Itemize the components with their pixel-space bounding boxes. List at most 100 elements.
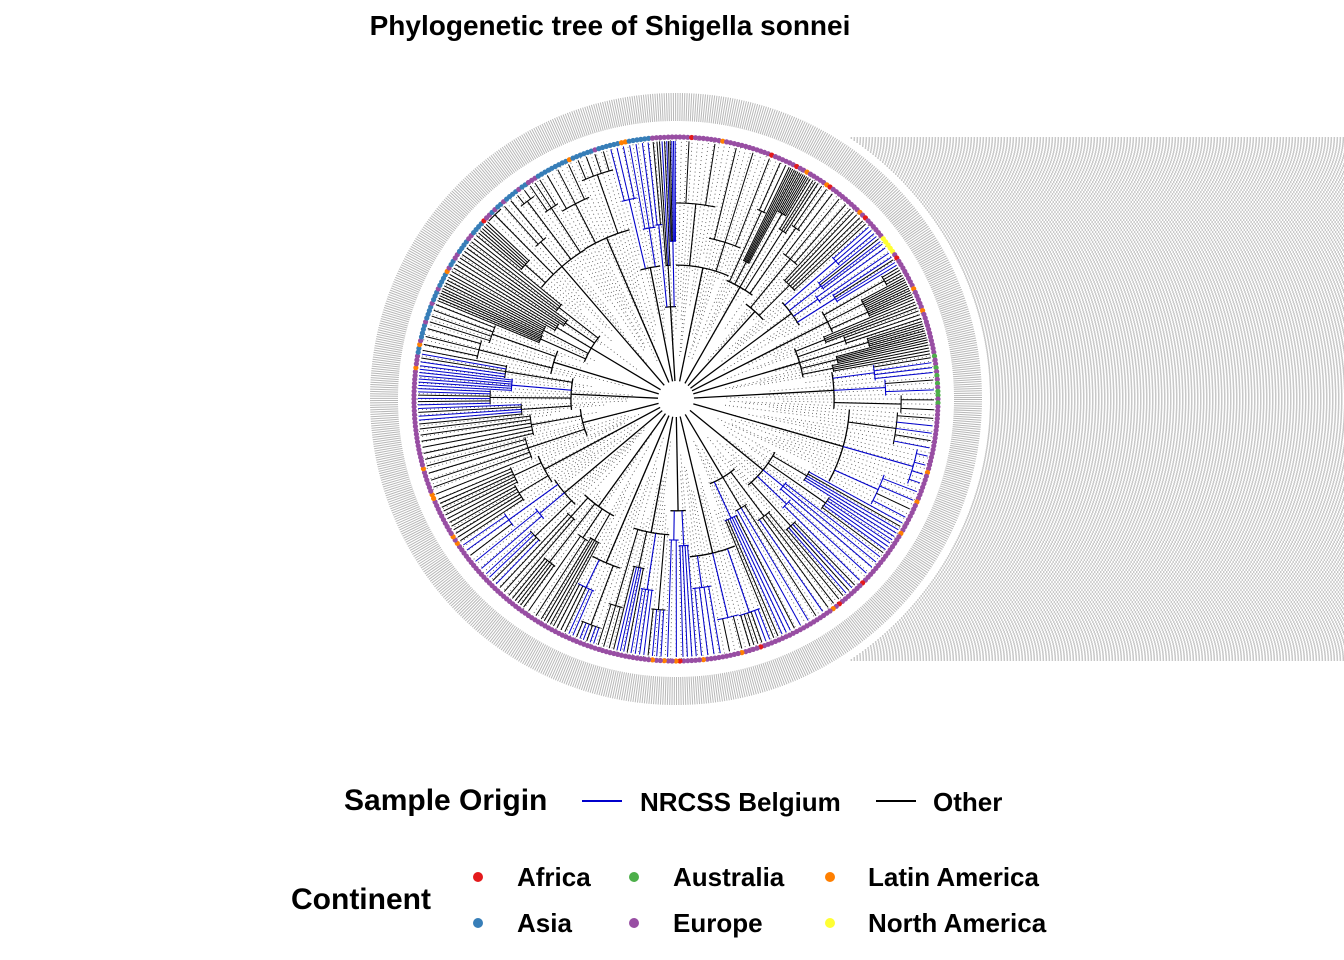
tree-leaf-branch [610, 149, 625, 201]
tip-point [630, 137, 636, 144]
tree-clade-arc [555, 303, 563, 312]
tree-leaf-branch [886, 275, 903, 285]
tip-point [934, 369, 940, 375]
tree-leaf-branch [475, 510, 538, 562]
tree-leaf-branch [418, 391, 491, 395]
tree-leaf-branch [568, 588, 590, 634]
tree-leaf-branch [895, 427, 932, 434]
tree-branch [757, 475, 787, 505]
tip-point [661, 658, 667, 664]
tree-clade-arc [566, 512, 576, 521]
tree-clade-arc [514, 484, 525, 501]
tree-leaf-branch [837, 233, 875, 265]
tip-point [935, 400, 941, 406]
tip-point [935, 392, 941, 398]
tree-clade-arc [504, 513, 514, 527]
legend-nrcss-label: NRCSS Belgium [640, 787, 841, 817]
tree-leaf-branch [783, 176, 808, 216]
dotted-guide-line [648, 504, 666, 658]
tree-branch [518, 475, 549, 494]
legend-africa-label: Africa [517, 862, 591, 892]
dotted-guide-line [716, 440, 859, 586]
tree-leaf-branch [868, 327, 925, 345]
tree-branch [582, 508, 603, 539]
tree-leaf-branch [844, 310, 919, 339]
legend-asia-dot [473, 918, 483, 928]
tree-leaf-branch [514, 560, 548, 602]
tip-point [622, 653, 629, 659]
tree-branch [649, 267, 674, 382]
tip-point [412, 372, 418, 379]
dotted-guide-line [442, 458, 556, 515]
tree-branch [594, 513, 611, 541]
tree-leaf-branch [821, 241, 881, 288]
tree-leaf-branch [622, 146, 635, 199]
tree-leaf-branch [740, 507, 809, 621]
tree-leaf-branch [616, 566, 638, 651]
tip-point [935, 404, 941, 410]
tree-leaf-branch [422, 426, 532, 448]
tree-leaf-branch [746, 169, 795, 263]
dotted-guide-line [540, 514, 607, 622]
tree-leaf-branch [564, 587, 587, 633]
tree-leaf-branch [466, 519, 510, 551]
tree-leaf-branch [867, 323, 923, 342]
tree-leaf-branch [510, 200, 544, 241]
tree-leaf-branch [885, 379, 934, 385]
tree-branch [713, 481, 732, 519]
tree-leaf-branch [828, 497, 893, 541]
tree-clade-arc [554, 323, 560, 332]
dotted-guide-line [585, 502, 638, 643]
tree-branch [558, 307, 599, 339]
tree-leaf-branch [585, 156, 594, 177]
tip-point [417, 450, 423, 457]
tip-point [932, 435, 938, 441]
tree-clade-arc [791, 224, 801, 232]
tree-branch [549, 503, 596, 563]
tree-leaf-branch [419, 368, 513, 381]
tree-leaf-branch [744, 505, 817, 617]
tree-clade-arc [803, 470, 811, 482]
tip-point [696, 657, 703, 663]
tree-leaf-branch [785, 177, 809, 216]
tree-leaf-branch [455, 264, 558, 327]
dotted-guide-line [428, 318, 582, 369]
tip-point [681, 658, 687, 664]
tree-branch [508, 483, 559, 521]
tree-branch [797, 297, 836, 323]
dotted-guide-line [482, 427, 645, 574]
tree-clade-arc [488, 325, 496, 344]
tree-leaf-branch [445, 282, 543, 333]
tip-point [414, 357, 420, 363]
tree-leaf-branch [669, 141, 673, 242]
legend-origin-title: Sample Origin [344, 784, 548, 817]
tree-leaf-branch [758, 519, 823, 612]
tree-branch [494, 214, 554, 275]
dotted-guide-line [416, 382, 600, 395]
tree-leaf-branch [433, 309, 494, 333]
tree-branch [801, 359, 838, 369]
tree-leaf-branch [807, 473, 901, 527]
tree-branch [561, 266, 665, 386]
tree-leaf-branch [658, 141, 668, 266]
legend-latin-america-dot [825, 872, 835, 882]
dotted-guide-line [555, 496, 626, 630]
dotted-guide-line [752, 471, 866, 578]
tree-leaf-branch [656, 141, 667, 266]
legend-australia-dot [629, 872, 639, 882]
tip-point [653, 657, 660, 663]
tree-leaf-branch [694, 588, 703, 656]
dotted-guide-line [632, 480, 663, 656]
dotted-guide-line [812, 273, 904, 325]
tree-branch [793, 298, 819, 317]
tree-leaf-branch [754, 610, 767, 642]
tree-leaf-branch [420, 419, 531, 436]
tree-leaf-branch [825, 304, 917, 341]
tree-leaf-branch [560, 585, 584, 631]
dotted-guide-line [798, 318, 924, 360]
tree-leaf-branch [740, 615, 751, 647]
tree-clade-arc [831, 364, 835, 373]
tree-leaf-branch [647, 142, 658, 226]
tree-clade-arc [881, 275, 888, 286]
tree-branch [730, 471, 765, 517]
